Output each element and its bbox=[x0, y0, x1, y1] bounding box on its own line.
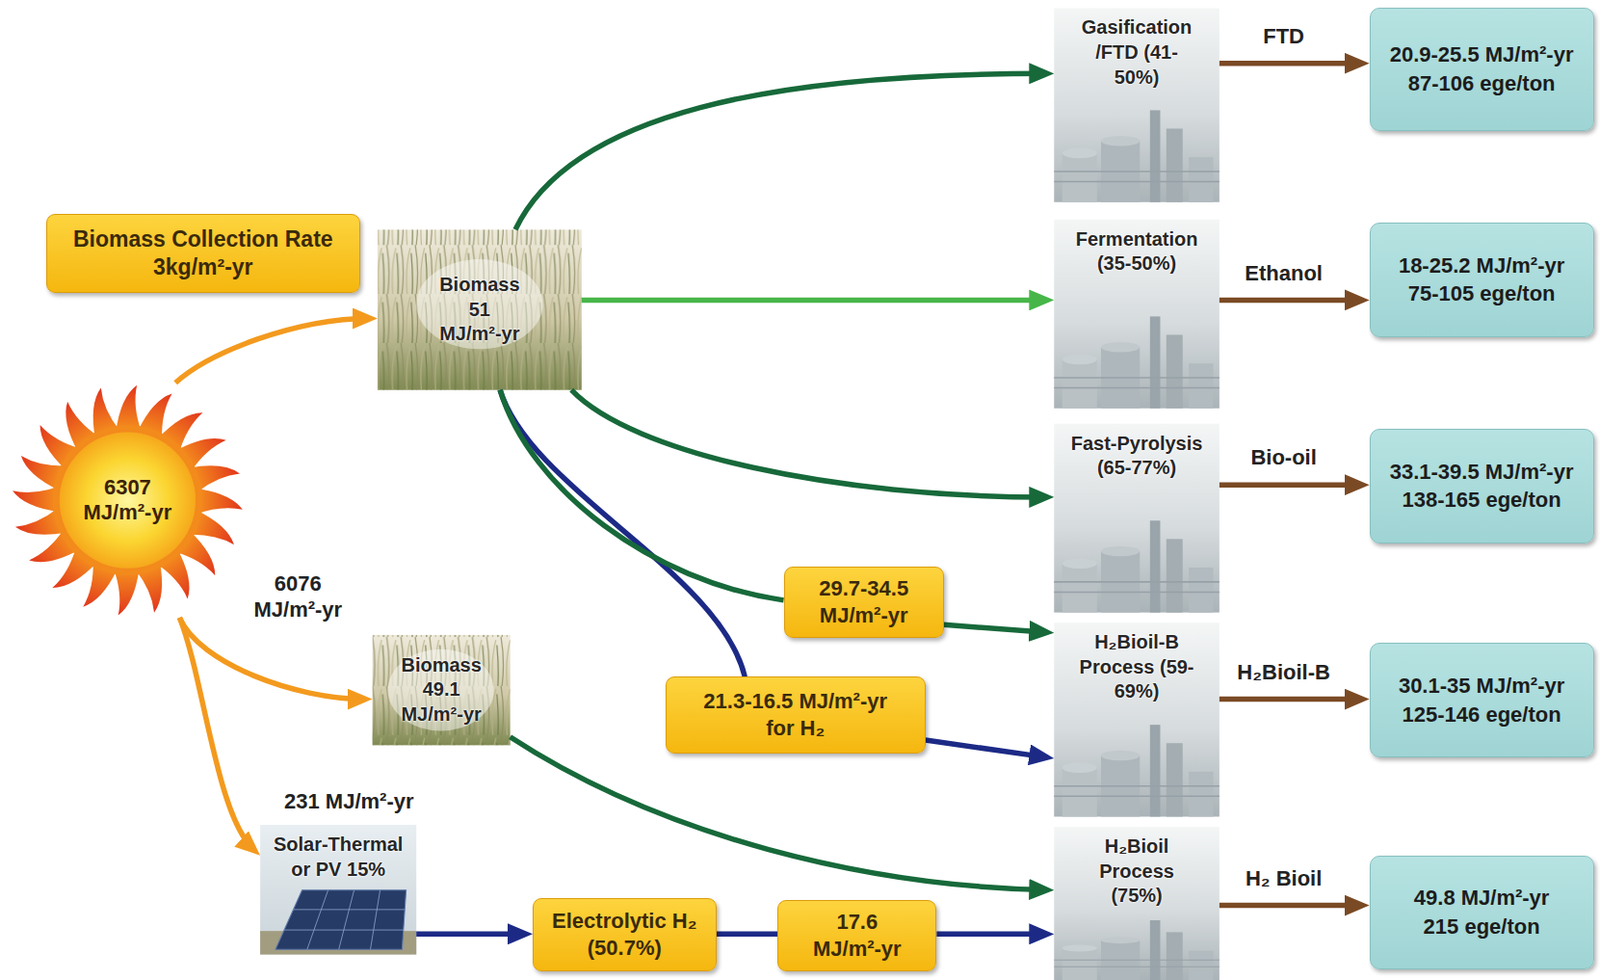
output-box: 20.9-25.5 MJ/m²-yr 87-106 ege/ton bbox=[1369, 7, 1595, 131]
output-box: 18-25.2 MJ/m²-yr 75-105 ege/ton bbox=[1369, 222, 1595, 338]
node-text: Gasification /FTD (41-50%) bbox=[1076, 15, 1198, 90]
node-text: Fast-Pyrolysis (65-77%) bbox=[1064, 431, 1209, 481]
biomass-box: Biomass 51 MJ/m²-yr bbox=[377, 229, 582, 390]
energy-box: 17.6 MJ/m²-yr bbox=[777, 899, 937, 971]
output-box: 49.8 MJ/m²-yr 215 ege/ton bbox=[1369, 855, 1595, 971]
solar-panel-photo bbox=[260, 824, 417, 955]
flow-arrow bbox=[571, 390, 1047, 498]
flow-arrow bbox=[581, 297, 1048, 304]
flow-arrow bbox=[716, 931, 779, 938]
edge-label: FTD bbox=[1259, 24, 1308, 50]
node-text: 30.1-35 MJ/m²-yr 125-146 ege/ton bbox=[1385, 671, 1578, 729]
rate-box: Biomass Collection Rate 3kg/m²-yr bbox=[46, 213, 361, 293]
process-box: H₂Bioil Process (75%) bbox=[1053, 826, 1220, 980]
node-text: Electrolytic H₂ (50.7%) bbox=[545, 907, 705, 962]
flow-arrow bbox=[179, 617, 255, 851]
node-text: Fermentation (35-50%) bbox=[1069, 227, 1205, 277]
edge-label: Ethanol bbox=[1241, 261, 1326, 287]
node-text: H₂Bioil-B Process (59-69%) bbox=[1076, 629, 1198, 705]
flow-arrow bbox=[1219, 297, 1363, 304]
flow-arrow bbox=[175, 318, 370, 384]
node-text: Solar-Thermal or PV 15% bbox=[268, 832, 409, 882]
output-box: 33.1-39.5 MJ/m²-yr 138-165 ege/ton bbox=[1369, 428, 1595, 544]
flow-arrow bbox=[510, 736, 1048, 891]
node-text: H₂Bioil Process (75%) bbox=[1076, 834, 1198, 909]
flow-arrow bbox=[1219, 60, 1363, 67]
sun-figure bbox=[12, 385, 243, 616]
plant-photo bbox=[1053, 219, 1220, 409]
flow-arrow bbox=[925, 739, 1048, 758]
plant-photo bbox=[1053, 423, 1220, 613]
edge-label: H₂ Bioil bbox=[1242, 865, 1325, 892]
flow-arrow bbox=[936, 931, 1047, 938]
node-text: 17.6 MJ/m²-yr bbox=[803, 908, 912, 963]
biomass-box: Biomass 49.1 MJ/m²-yr bbox=[372, 634, 511, 745]
solar-box: Solar-Thermal or PV 15% bbox=[260, 824, 417, 955]
flow-arrow bbox=[499, 390, 784, 601]
node-text: Biomass Collection Rate 3kg/m²-yr bbox=[58, 225, 348, 283]
node-text: Biomass 49.1 MJ/m²-yr bbox=[398, 653, 484, 728]
plant-photo bbox=[1053, 826, 1220, 980]
node-text: 20.9-25.5 MJ/m²-yr 87-106 ege/ton bbox=[1385, 40, 1578, 98]
node-text: 49.8 MJ/m²-yr 215 ege/ton bbox=[1409, 883, 1554, 941]
plant-photo bbox=[1053, 622, 1220, 816]
process-box: Fermentation (35-50%) bbox=[1053, 219, 1220, 409]
node-text: 6307 MJ/m²-yr bbox=[78, 474, 176, 526]
edge-label: 231 MJ/m²-yr bbox=[281, 788, 418, 814]
flow-arrow bbox=[179, 617, 365, 700]
energy-box: 29.7-34.5 MJ/m²-yr bbox=[784, 566, 945, 638]
node-text: 18-25.2 MJ/m²-yr 75-105 ege/ton bbox=[1385, 251, 1578, 309]
process-box: Fast-Pyrolysis (65-77%) bbox=[1053, 423, 1220, 613]
flow-arrow bbox=[1219, 481, 1363, 488]
node-text: 29.7-34.5 MJ/m²-yr bbox=[810, 575, 919, 630]
plant-photo bbox=[1053, 7, 1220, 202]
process-box: Gasification /FTD (41-50%) bbox=[1053, 7, 1220, 202]
flow-arrow bbox=[416, 931, 525, 938]
sun-source: 6307 MJ/m²-yr bbox=[10, 382, 246, 618]
grass-photo bbox=[377, 229, 582, 390]
flow-arrow bbox=[515, 73, 1047, 230]
process-box: H₂Bioil-B Process (59-69%) bbox=[1053, 622, 1220, 816]
node-text: 21.3-16.5 MJ/m²-yr for H₂ bbox=[696, 687, 894, 742]
flow-arrow bbox=[1219, 902, 1363, 909]
energy-box: Electrolytic H₂ (50.7%) bbox=[532, 897, 717, 971]
node-text: 33.1-39.5 MJ/m²-yr 138-165 ege/ton bbox=[1385, 457, 1578, 515]
edge-label: Bio-oil bbox=[1247, 445, 1319, 471]
flow-arrow bbox=[499, 390, 745, 678]
edge-label: H₂Bioil-B bbox=[1233, 659, 1334, 685]
output-box: 30.1-35 MJ/m²-yr 125-146 ege/ton bbox=[1369, 642, 1595, 758]
energy-box: 21.3-16.5 MJ/m²-yr for H₂ bbox=[665, 676, 926, 753]
node-text: Biomass 51 MJ/m²-yr bbox=[437, 272, 523, 347]
flow-arrow bbox=[944, 624, 1048, 632]
grass-photo bbox=[372, 634, 511, 745]
flow-arrow bbox=[1219, 696, 1363, 703]
edge-label: 6076 MJ/m²-yr bbox=[241, 571, 354, 623]
